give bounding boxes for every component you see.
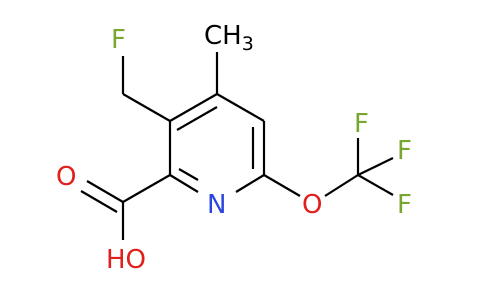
bond-c3-ch2 xyxy=(122,93,171,122)
atom-carbonyl-oxygen: O xyxy=(56,162,76,192)
bonds xyxy=(80,52,394,240)
bond-c6-o xyxy=(263,174,301,197)
atom-nitrogen: N xyxy=(207,190,226,220)
atom-ether-oxygen: O xyxy=(302,190,322,220)
bond-o-cf3 xyxy=(324,174,359,197)
bond-c4-c5 xyxy=(216,93,265,122)
bond-c3-c4 xyxy=(169,93,218,122)
atom-fluorine-1: F xyxy=(354,109,369,139)
atom-fluorine-2: F xyxy=(397,136,412,166)
atom-methyl: CH3 xyxy=(204,21,254,55)
atom-f-fluoromethyl: F xyxy=(111,25,126,55)
atom-labels: F CH3 N O F F F O HO xyxy=(56,21,412,275)
bond-cf3-f2 xyxy=(357,157,394,176)
bond-c3-c4-inner xyxy=(176,106,218,131)
bond-n-c2-inner xyxy=(178,168,199,181)
bond-c-o-double-a xyxy=(86,180,124,203)
bond-c6-n xyxy=(235,174,265,193)
bond-c2-cooh xyxy=(122,174,171,203)
atom-hydroxyl: HO xyxy=(106,245,146,275)
atom-fluorine-3: F xyxy=(397,190,412,220)
bond-c-o-double-b xyxy=(80,190,118,213)
bond-n-c2 xyxy=(169,174,199,193)
bond-cf3-f3 xyxy=(357,174,394,196)
